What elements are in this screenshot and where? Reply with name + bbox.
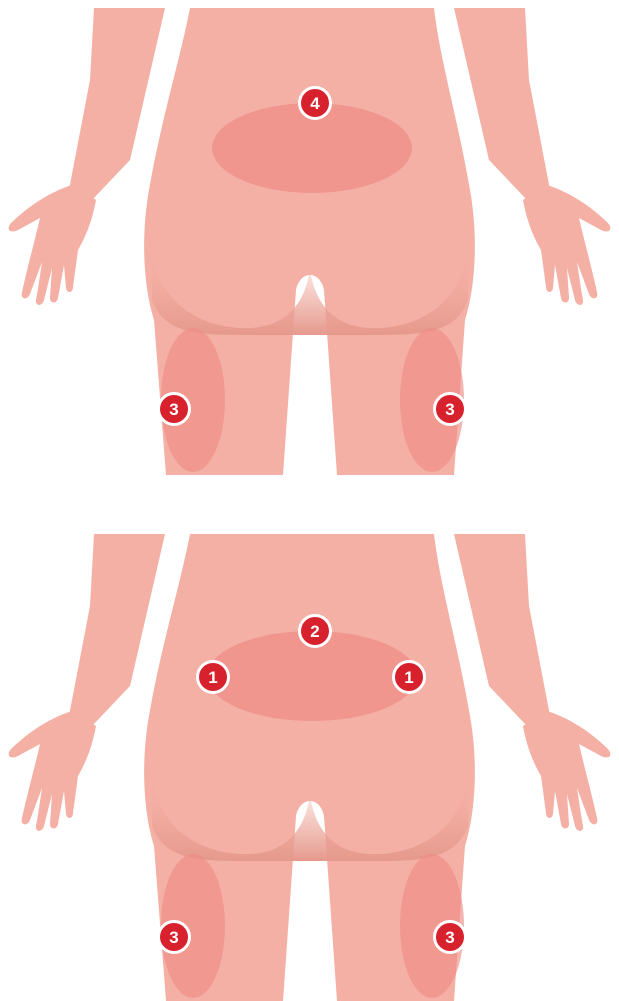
- body-silhouette: [0, 0, 619, 475]
- marker-zone-1-right: 1: [392, 660, 426, 694]
- marker-zone-3-right: 3: [433, 920, 467, 954]
- left-arm: [9, 8, 165, 305]
- body-diagram-top: 4 3 3: [0, 0, 619, 475]
- right-arm: [454, 8, 610, 305]
- body-silhouette: [0, 526, 619, 1001]
- right-arm: [454, 534, 610, 831]
- body-diagram-bottom: 2 1 1 3 3: [0, 526, 619, 1001]
- marker-zone-3-right: 3: [433, 392, 467, 426]
- marker-zone-2: 2: [298, 614, 332, 648]
- left-arm: [9, 534, 165, 831]
- marker-zone-3-left: 3: [157, 920, 191, 954]
- marker-zone-1-left: 1: [196, 660, 230, 694]
- marker-zone-3-left: 3: [157, 392, 191, 426]
- marker-zone-4: 4: [298, 86, 332, 120]
